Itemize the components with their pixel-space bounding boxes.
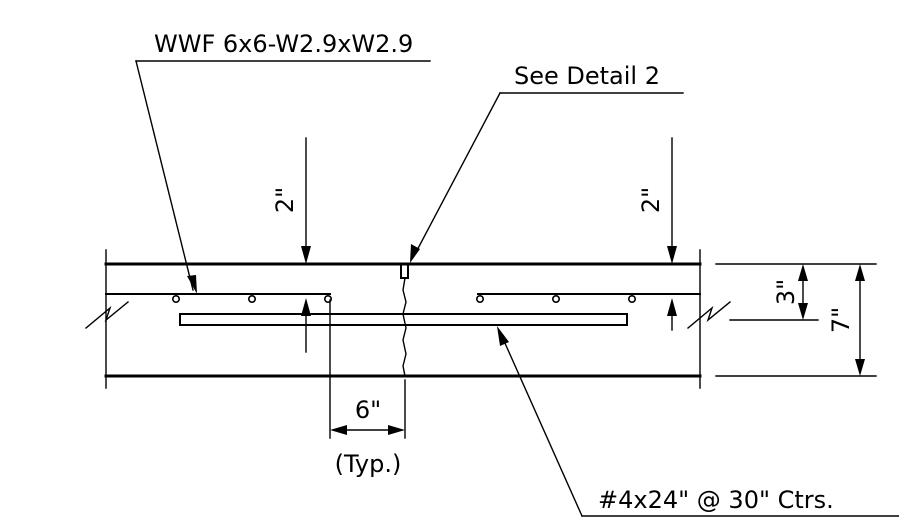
cover-dimension-left: 2" — [271, 137, 311, 353]
offset-arrow-right — [388, 425, 405, 435]
see-detail-leader — [413, 92, 501, 257]
wwf-wire-dot — [172, 294, 181, 303]
slab-section — [85, 249, 731, 389]
cover-dim-label: 2" — [271, 187, 299, 213]
wwf-label: WWF 6x6-W2.9xW2.9 — [154, 30, 413, 58]
wwf-wire-dot — [248, 294, 257, 303]
see-detail-leader-arrow — [410, 244, 420, 263]
cover-dim-arrow-up — [667, 298, 677, 316]
bar-depth-arrow-bottom — [798, 303, 808, 320]
cover-dimension-right: 2" — [637, 137, 677, 331]
wwf-leader — [135, 60, 194, 291]
slab-thickness-arrow-bottom — [855, 359, 865, 376]
bar-spec-leader — [499, 331, 583, 517]
depth-dimensions: 3" 7" — [715, 263, 877, 377]
typical-label: (Typ.) — [335, 450, 402, 478]
see-detail-label: See Detail 2 — [514, 62, 660, 90]
wwf-leader-arrow — [187, 275, 197, 294]
offset-arrow-left — [330, 425, 347, 435]
offset-dimension: 6" (Typ.) — [329, 299, 406, 478]
cover-dim-arrow-up — [301, 298, 311, 316]
see-detail-callout: See Detail 2 — [410, 62, 684, 263]
wwf-callout: WWF 6x6-W2.9xW2.9 — [135, 30, 431, 294]
joint — [400, 263, 409, 377]
cover-dim-arrow-down — [667, 246, 677, 264]
saw-cut — [400, 263, 409, 279]
bar-spec-label: #4x24" @ 30" Ctrs. — [598, 486, 834, 514]
wwf-wire-dot — [551, 294, 560, 303]
break-symbol-right — [687, 301, 731, 329]
crack-line — [402, 277, 407, 377]
slab-thickness-arrow-top — [855, 264, 865, 281]
wwf-wire-dot — [475, 294, 484, 303]
break-symbol-left — [85, 301, 129, 329]
bar-spec-leader-arrow — [497, 326, 509, 346]
slab-thickness-label: 7" — [827, 307, 855, 333]
wwf-wire-dot — [627, 294, 636, 303]
bar-depth-label: 3" — [772, 279, 800, 305]
bar-depth-arrow-top — [798, 264, 808, 281]
bar-spec-callout: #4x24" @ 30" Ctrs. — [497, 326, 899, 517]
cover-dim-arrow-down — [301, 246, 311, 264]
offset-dim-label: 6" — [355, 396, 381, 424]
wwf-mesh — [105, 293, 701, 303]
cover-dim-label: 2" — [637, 187, 665, 213]
